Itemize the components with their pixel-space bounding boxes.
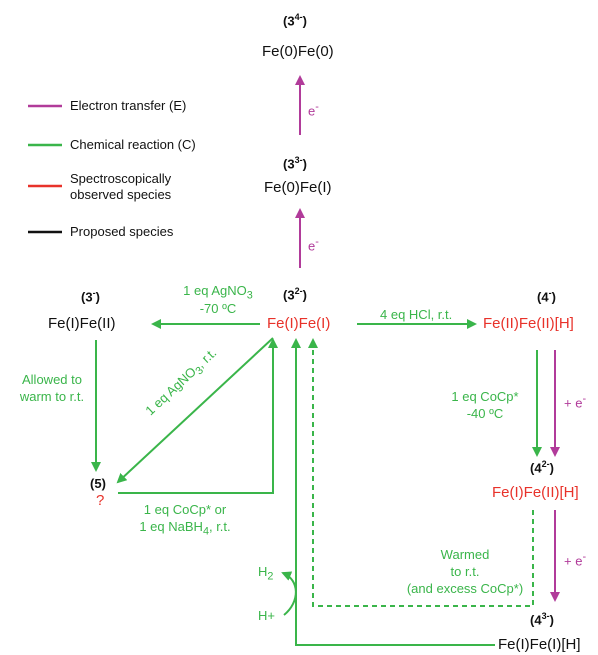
species-4-3-formula: Fe(I)Fe(I)[H] — [498, 636, 581, 653]
species-3-4-formula: Fe(0)Fe(0) — [262, 43, 334, 60]
condition-warm-line1: Allowed to — [22, 372, 82, 387]
legend-observed-line1: Spectroscopically — [70, 171, 172, 186]
species-4-2-formula: Fe(I)Fe(II)[H] — [492, 484, 579, 501]
label-plus-electron-2: + e- — [564, 551, 587, 569]
condition-cocp40-line2: -40 ºC — [466, 406, 504, 421]
species-3-minus-number: (3-) — [81, 288, 100, 305]
species-4-minus-number: (4-) — [537, 288, 556, 305]
arrow-c-5-to-32 — [118, 338, 278, 494]
species-4-3-number: (43-) — [530, 611, 554, 628]
condition-cocp-line2: 1 eq NaBH4, r.t. — [139, 519, 231, 538]
legend-proposed: Proposed species — [70, 224, 174, 239]
condition-agno3-line2: -70 ºC — [199, 301, 237, 316]
condition-warmed-line1: Warmed — [440, 547, 490, 562]
legend-electron-transfer: Electron transfer (E) — [70, 98, 187, 113]
condition-cocp-line1: 1 eq CoCp* or — [143, 502, 227, 517]
arrow-h-plus-to-h2 — [281, 571, 297, 616]
species-3-2-number: (32-) — [283, 286, 307, 303]
species-3-3-number: (33-) — [283, 155, 307, 172]
condition-agno3-line1: 1 eq AgNO3 — [183, 283, 253, 302]
legend-observed-line2: observed species — [70, 187, 172, 202]
species-5-number: (5) — [90, 476, 106, 491]
species-4-minus-formula: Fe(II)Fe(II)[H] — [483, 315, 574, 332]
species-4-2-number: (42-) — [530, 459, 554, 476]
arrow-c-42-to-32-dashed — [308, 338, 534, 607]
label-h-plus: H+ — [258, 608, 275, 623]
condition-warmed-line2: to r.t. — [450, 564, 480, 579]
species-5-formula: ? — [96, 492, 105, 509]
label-plus-electron-1: + e- — [564, 393, 587, 411]
species-3-2-formula: Fe(I)Fe(I) — [267, 315, 331, 332]
species-3-4-number: (34-) — [283, 12, 307, 29]
condition-hcl: 4 eq HCl, r.t. — [380, 307, 453, 322]
condition-warm-line2: warm to r.t. — [19, 389, 85, 404]
condition-cocp40-line1: 1 eq CoCp* — [451, 389, 519, 404]
condition-warmed-line3: (and excess CoCp*) — [406, 581, 524, 596]
label-h2: H2 — [258, 564, 274, 583]
species-3-3-formula: Fe(0)Fe(I) — [264, 179, 332, 196]
arrow-c-43-to-32 — [291, 338, 495, 646]
arrow-c-32-to-5 — [116, 337, 274, 484]
label-electron-1: e- — [308, 101, 319, 119]
label-electron-2: e- — [308, 236, 319, 254]
species-3-minus-formula: Fe(I)Fe(II) — [48, 315, 116, 332]
legend-chemical-reaction: Chemical reaction (C) — [70, 137, 196, 152]
